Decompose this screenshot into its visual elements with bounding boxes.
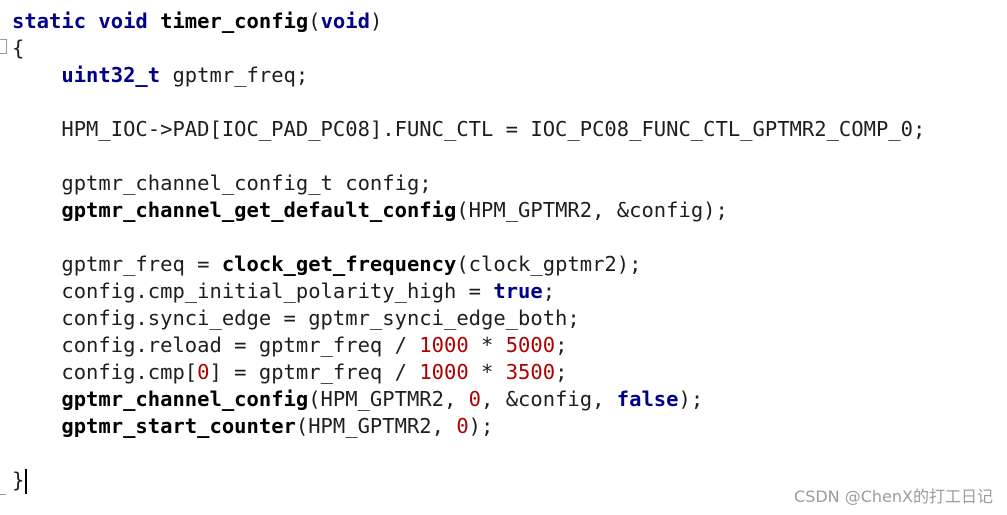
code-line: gptmr_freq = clock_get_frequency(clock_g… bbox=[12, 251, 641, 278]
code-token-plain bbox=[12, 414, 61, 438]
code-token-kw: void bbox=[98, 9, 148, 33]
watermark: CSDN @ChenX的打工日记 bbox=[794, 487, 993, 506]
code-line: gptmr_channel_get_default_config(HPM_GPT… bbox=[12, 197, 728, 224]
code-token-num: 5000 bbox=[505, 333, 556, 357]
code-token-kw: true bbox=[493, 279, 543, 303]
code-token-kw: false bbox=[616, 387, 679, 411]
code-token-kw: static bbox=[12, 9, 87, 33]
code-token-plain: HPM_IOC->PAD[IOC_PAD_PC08].FUNC_CTL = IO… bbox=[12, 117, 926, 141]
code-token-plain: gptmr_channel_config_t config; bbox=[12, 171, 432, 195]
code-token-fn: gptmr_channel_config bbox=[61, 387, 309, 411]
code-token-num: 1000 bbox=[419, 333, 469, 357]
code-line: static void timer_config(void) bbox=[12, 8, 382, 35]
code-token-fn: clock_get_frequency bbox=[221, 252, 457, 276]
text-caret bbox=[25, 469, 27, 494]
code-token-plain: (clock_gptmr2); bbox=[456, 252, 642, 276]
code-token-plain bbox=[12, 198, 61, 222]
code-line: config.cmp[0] = gptmr_freq / 1000 * 3500… bbox=[12, 359, 567, 386]
code-line: config.reload = gptmr_freq / 1000 * 5000… bbox=[12, 332, 567, 359]
code-token-num: 3500 bbox=[505, 360, 556, 384]
code-token-num: 0 bbox=[456, 414, 469, 438]
code-token-plain: { bbox=[12, 36, 25, 60]
code-token-plain: } bbox=[12, 468, 25, 492]
code-token-plain: ; bbox=[555, 333, 568, 357]
code-token-plain bbox=[12, 387, 61, 411]
code-line: config.synci_edge = gptmr_synci_edge_bot… bbox=[12, 305, 580, 332]
code-token-plain: ; bbox=[542, 279, 556, 303]
code-line: { bbox=[12, 35, 24, 62]
code-token-plain bbox=[148, 9, 160, 33]
code-token-plain: * bbox=[468, 333, 506, 357]
code-token-plain: ; bbox=[555, 360, 568, 384]
code-token-num: 1000 bbox=[419, 360, 469, 384]
code-token-plain: config.synci_edge = gptmr_synci_edge_bot… bbox=[12, 306, 580, 330]
code-token-plain: config.cmp_initial_polarity_high = bbox=[12, 279, 494, 303]
code-token-type: uint32_t bbox=[61, 63, 161, 87]
code-token-plain: ( bbox=[308, 9, 321, 33]
code-token-num: 0 bbox=[197, 360, 210, 384]
code-token-plain bbox=[12, 63, 61, 87]
code-line: uint32_t gptmr_freq; bbox=[12, 62, 308, 89]
code-token-fn: timer_config bbox=[160, 9, 309, 33]
code-token-plain: config.reload = gptmr_freq / bbox=[12, 333, 420, 357]
code-token-plain: ] = gptmr_freq / bbox=[209, 360, 420, 384]
code-token-plain: (HPM_GPTMR2, &config); bbox=[456, 198, 728, 222]
code-token-plain: (HPM_GPTMR2, bbox=[308, 387, 469, 411]
fold-close-marker bbox=[0, 494, 6, 495]
code-line: } bbox=[12, 467, 24, 494]
code-line: gptmr_start_counter(HPM_GPTMR2, 0); bbox=[12, 413, 493, 440]
code-token-fn: gptmr_channel_get_default_config bbox=[61, 198, 457, 222]
code-token-num: 0 bbox=[468, 387, 482, 411]
code-line: config.cmp_initial_polarity_high = true; bbox=[12, 278, 555, 305]
code-token-kw: void bbox=[320, 9, 370, 33]
code-token-plain: config.cmp[ bbox=[12, 360, 198, 384]
code-token-plain: , &config, bbox=[481, 387, 617, 411]
code-token-plain: * bbox=[468, 360, 506, 384]
code-token-plain: gptmr_freq; bbox=[160, 63, 309, 87]
code-token-fn: gptmr_start_counter bbox=[61, 414, 296, 438]
code-token-plain: (HPM_GPTMR2, bbox=[295, 414, 457, 438]
code-line: gptmr_channel_config(HPM_GPTMR2, 0, &con… bbox=[12, 386, 703, 413]
code-token-plain: ); bbox=[468, 414, 494, 438]
fold-open-marker[interactable] bbox=[0, 39, 7, 54]
code-token-plain bbox=[86, 9, 98, 33]
code-line: gptmr_channel_config_t config; bbox=[12, 170, 432, 197]
code-token-plain: ); bbox=[678, 387, 704, 411]
code-line: HPM_IOC->PAD[IOC_PAD_PC08].FUNC_CTL = IO… bbox=[12, 116, 925, 143]
code-token-plain: ) bbox=[369, 9, 383, 33]
code-token-plain: gptmr_freq = bbox=[12, 252, 222, 276]
